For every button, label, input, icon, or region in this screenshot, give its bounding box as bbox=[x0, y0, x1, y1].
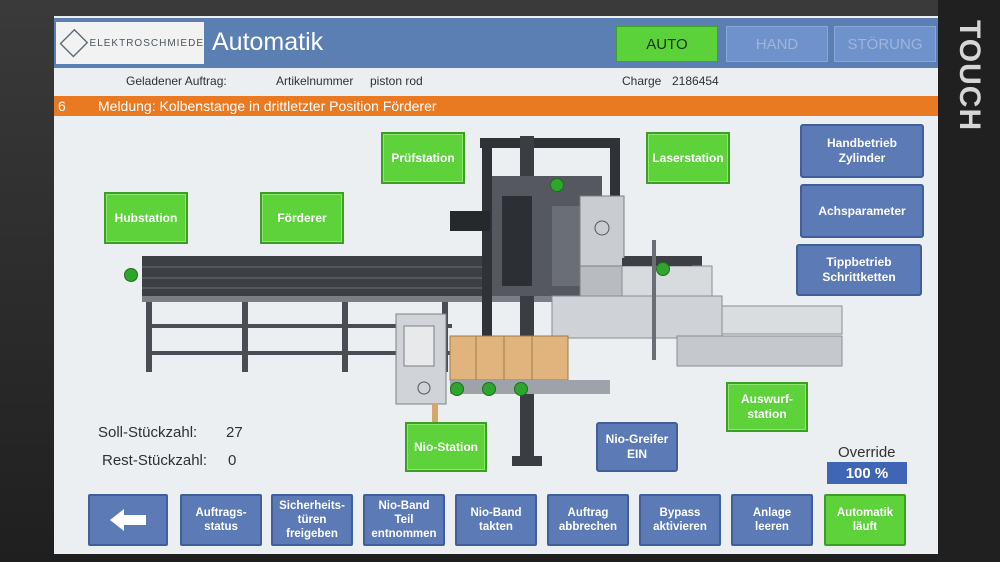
page-title: Automatik bbox=[212, 28, 324, 56]
pruefstation-button[interactable]: Prüfstation bbox=[381, 132, 465, 184]
nio-greifer-button[interactable]: Nio-Greifer EIN bbox=[596, 422, 678, 472]
hmi-screen: ELEKTROSCHMIEDE Automatik AUTO HAND STÖR… bbox=[54, 16, 938, 554]
soll-count-label: Soll-Stückzahl: bbox=[98, 424, 198, 441]
anlage-leeren-button[interactable]: Anlage leeren bbox=[731, 494, 813, 546]
override-value[interactable]: 100 % bbox=[827, 462, 907, 484]
mode-stoerung-button[interactable]: STÖRUNG bbox=[834, 26, 936, 62]
back-button[interactable] bbox=[88, 494, 168, 546]
message-bar[interactable]: 6 Meldung: Kolbenstange in drittletzter … bbox=[54, 96, 938, 116]
status-dot bbox=[124, 268, 138, 282]
message-text: Meldung: Kolbenstange in drittletzter Po… bbox=[98, 98, 437, 114]
soll-count-value: 27 bbox=[226, 424, 243, 441]
rest-count-value: 0 bbox=[228, 452, 237, 469]
automatik-laeuft-button[interactable]: Automatik läuft bbox=[824, 494, 906, 546]
arrow-left-icon bbox=[110, 509, 146, 531]
sicherheitstueren-button[interactable]: Sicherheits- türen freigeben bbox=[271, 494, 353, 546]
auswurfstation-button[interactable]: Auswurf- station bbox=[726, 382, 808, 432]
article-value: piston rod bbox=[370, 74, 423, 88]
status-dot bbox=[656, 262, 670, 276]
loaded-order-label: Geladener Auftrag: bbox=[126, 74, 227, 88]
status-dot bbox=[550, 178, 564, 192]
logo-text: ELEKTROSCHMIEDE bbox=[89, 37, 204, 49]
foerderer-button[interactable]: Förderer bbox=[260, 192, 344, 244]
handbetrieb-zylinder-button[interactable]: Handbetrieb Zylinder bbox=[800, 124, 924, 178]
company-logo: ELEKTROSCHMIEDE bbox=[56, 22, 204, 64]
mode-hand-button[interactable]: HAND bbox=[726, 26, 828, 62]
auftrag-abbrechen-button[interactable]: Auftrag abbrechen bbox=[547, 494, 629, 546]
nio-band-teil-button[interactable]: Nio-Band Teil entnommen bbox=[363, 494, 445, 546]
charge-value: 2186454 bbox=[672, 74, 719, 88]
mode-auto-button[interactable]: AUTO bbox=[616, 26, 718, 62]
status-dot bbox=[514, 382, 528, 396]
status-dot bbox=[450, 382, 464, 396]
touch-label: TOUCH bbox=[953, 20, 986, 132]
laserstation-button[interactable]: Laserstation bbox=[646, 132, 730, 184]
override-label: Override bbox=[838, 444, 896, 461]
hubstation-button[interactable]: Hubstation bbox=[104, 192, 188, 244]
auftragsstatus-button[interactable]: Auftrags- status bbox=[180, 494, 262, 546]
article-label: Artikelnummer bbox=[276, 74, 354, 88]
tippbetrieb-schrittketten-button[interactable]: Tippbetrieb Schrittketten bbox=[796, 244, 922, 296]
nio-station-button[interactable]: Nio-Station bbox=[405, 422, 487, 472]
bezel-side bbox=[938, 0, 1000, 562]
bypass-button[interactable]: Bypass aktivieren bbox=[639, 494, 721, 546]
message-number: 6 bbox=[58, 98, 66, 114]
charge-label: Charge bbox=[622, 74, 662, 88]
header-bar: ELEKTROSCHMIEDE Automatik AUTO HAND STÖR… bbox=[54, 18, 938, 68]
status-dot bbox=[482, 382, 496, 396]
nio-band-takten-button[interactable]: Nio-Band takten bbox=[455, 494, 537, 546]
achsparameter-button[interactable]: Achsparameter bbox=[800, 184, 924, 238]
logo-icon bbox=[59, 28, 89, 58]
rest-count-label: Rest-Stückzahl: bbox=[102, 452, 208, 469]
